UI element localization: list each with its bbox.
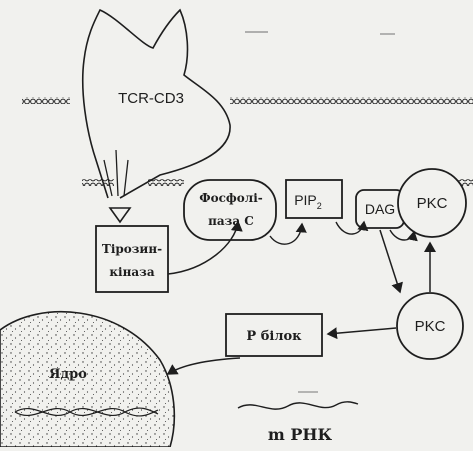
arrow-dag-to-cytoplasmic-pkc (380, 230, 400, 292)
arrow-pkc-to-p-protein (328, 328, 396, 334)
receptor-arrow (110, 208, 130, 222)
nucleus (0, 312, 174, 447)
pkc-membrane-label: PKC (417, 195, 448, 212)
mrna-label: m РНК (268, 425, 333, 444)
receptor-strands (104, 150, 128, 196)
arrow-plc-to-pip2 (270, 224, 302, 244)
arrow-kinase-to-plc (168, 222, 238, 274)
pip2-label: PIP2 (294, 192, 322, 211)
phospholipase-c-box (184, 180, 276, 240)
arrow-p-protein-to-nucleus (168, 358, 240, 374)
tyrosine-kinase-label-line2: кіназа (109, 265, 154, 279)
dag-label: DAG (365, 201, 395, 217)
phospholipase-label-line2: паза С (208, 214, 254, 228)
tyrosine-kinase-label-line1: Тірозин- (102, 242, 162, 256)
phospholipase-label-line1: Фосфолі- (199, 191, 263, 205)
arrow-dag-to-pkc (390, 230, 414, 240)
receptor-label: TCR-CD3 (118, 90, 184, 107)
tyrosine-kinase-box (96, 226, 168, 292)
pkc-cytoplasm-label: PKC (415, 318, 446, 335)
p-protein-label: Р білок (246, 329, 302, 344)
nucleus-label: Ядро (49, 367, 87, 382)
arrow-pip2-to-dag (336, 222, 364, 234)
cell-membrane-outer (22, 97, 473, 104)
mrna-strand (238, 402, 358, 409)
